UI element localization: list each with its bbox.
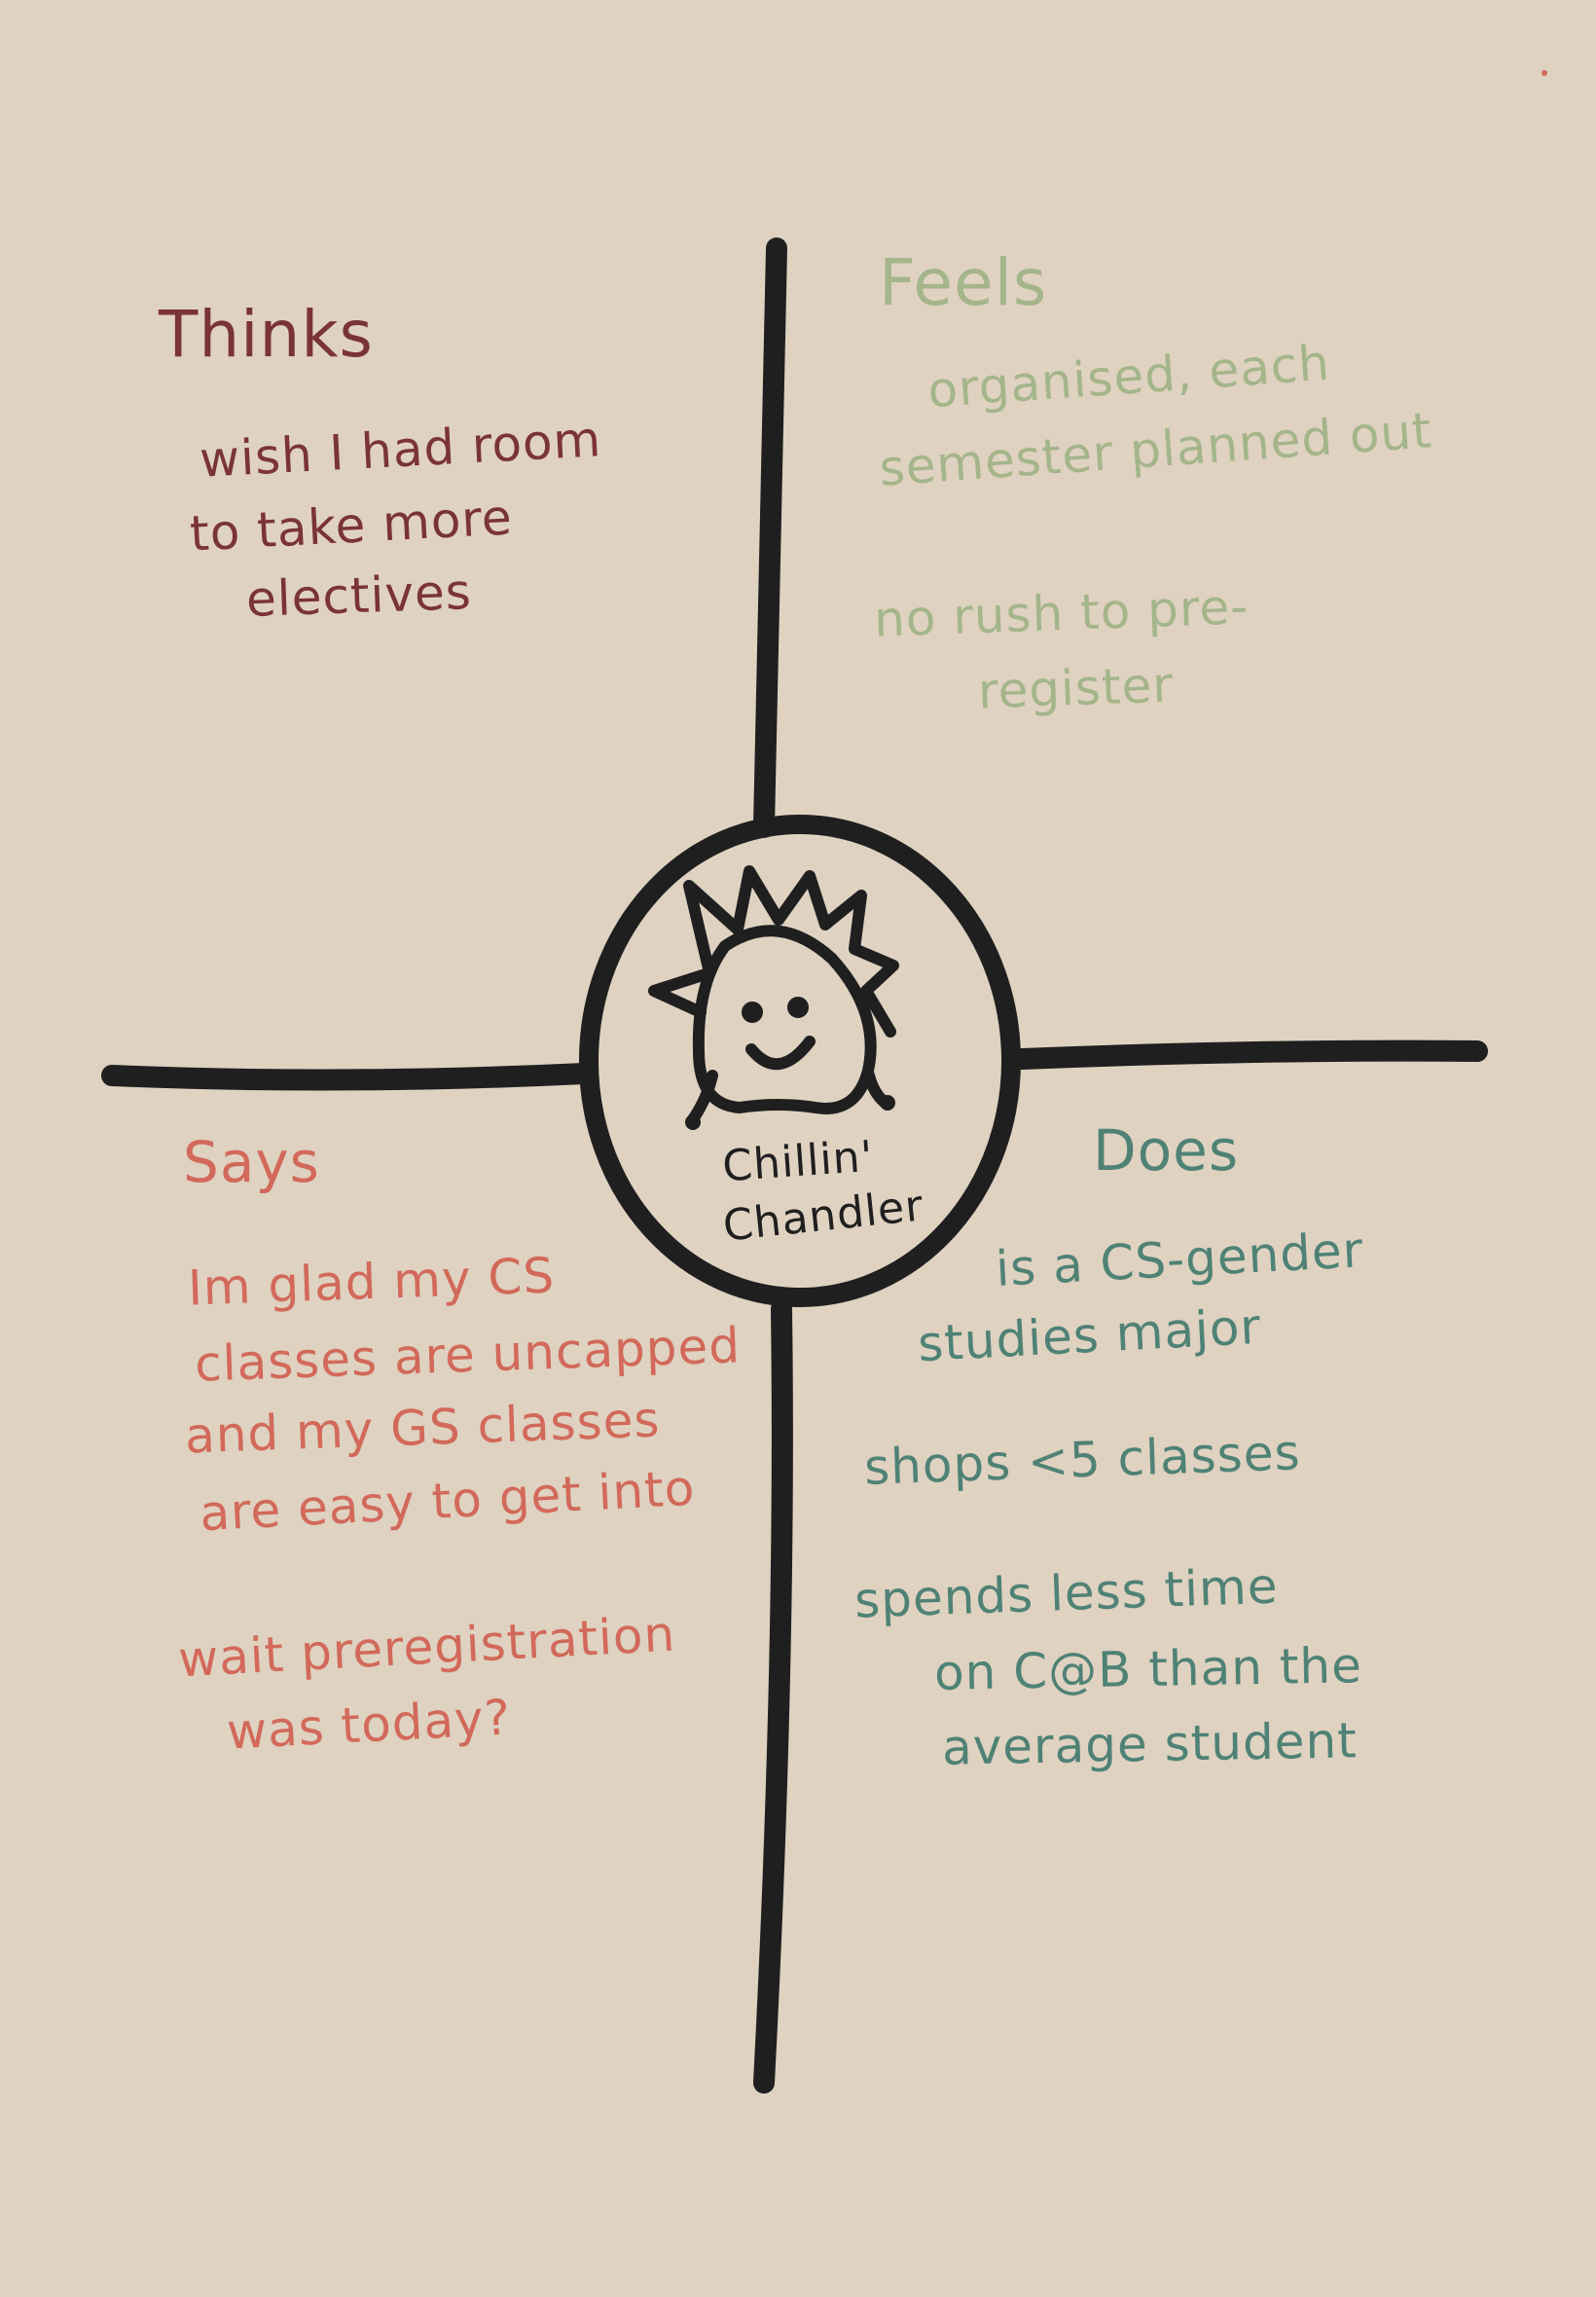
divider-left xyxy=(101,1063,595,1091)
thinks-heading: Thinks xyxy=(159,297,374,372)
feels-line: register xyxy=(977,656,1175,720)
thinks-line: electives xyxy=(245,563,473,629)
divider-right xyxy=(1011,1039,1488,1070)
says-heading: Says xyxy=(183,1129,320,1195)
persona-hand-left xyxy=(685,1114,701,1130)
persona-circle xyxy=(579,815,1021,1307)
does-heading: Does xyxy=(1093,1117,1240,1184)
does-line: average student xyxy=(941,1712,1359,1776)
stray-mark xyxy=(1542,70,1547,76)
does-line: on C@B than the xyxy=(933,1637,1363,1701)
divider-top xyxy=(753,237,787,838)
divider-bottom xyxy=(753,1298,793,2094)
persona-face-icon xyxy=(648,865,899,1125)
feels-heading: Feels xyxy=(879,245,1048,320)
persona-hand-right xyxy=(880,1095,895,1111)
feels-line: no rush to pre- xyxy=(873,578,1251,648)
says-line: Im glad my CS xyxy=(187,1247,556,1317)
